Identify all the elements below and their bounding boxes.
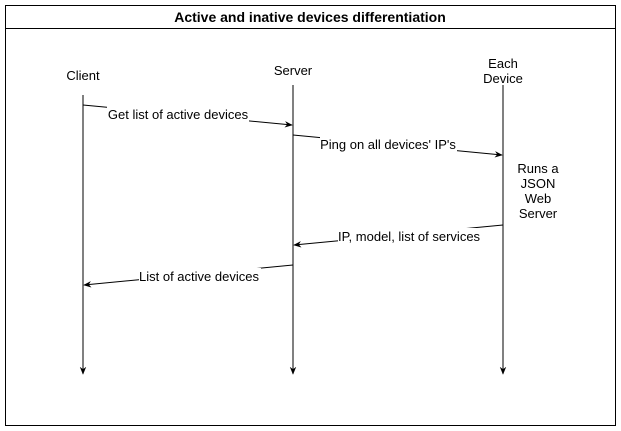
note-line-4: Server [519, 206, 558, 221]
lifeline-label-server: Server [274, 63, 313, 78]
diagram-title: Active and inative devices differentiati… [174, 9, 446, 25]
message-label-bg [320, 136, 457, 152]
message-label-ping: Ping on all devices' IP's [320, 137, 456, 152]
note-line-3: Web [525, 191, 552, 206]
lifeline-label-device-line1: Each [488, 56, 518, 71]
note-line-2: JSON [521, 176, 556, 191]
message-label-active-devices: List of active devices [139, 269, 259, 284]
message-label-ip-model: IP, model, list of services [338, 229, 481, 244]
note-bg [512, 158, 564, 222]
lifeline-label-client: Client [66, 68, 100, 83]
message-label-bg [139, 268, 261, 284]
message-label-get-list: Get list of active devices [108, 107, 249, 122]
message-label-bg [338, 228, 481, 244]
message-label-bg [107, 106, 249, 122]
lifeline-label-device-line2: Device [483, 71, 523, 86]
note-line-1: Runs a [517, 161, 559, 176]
